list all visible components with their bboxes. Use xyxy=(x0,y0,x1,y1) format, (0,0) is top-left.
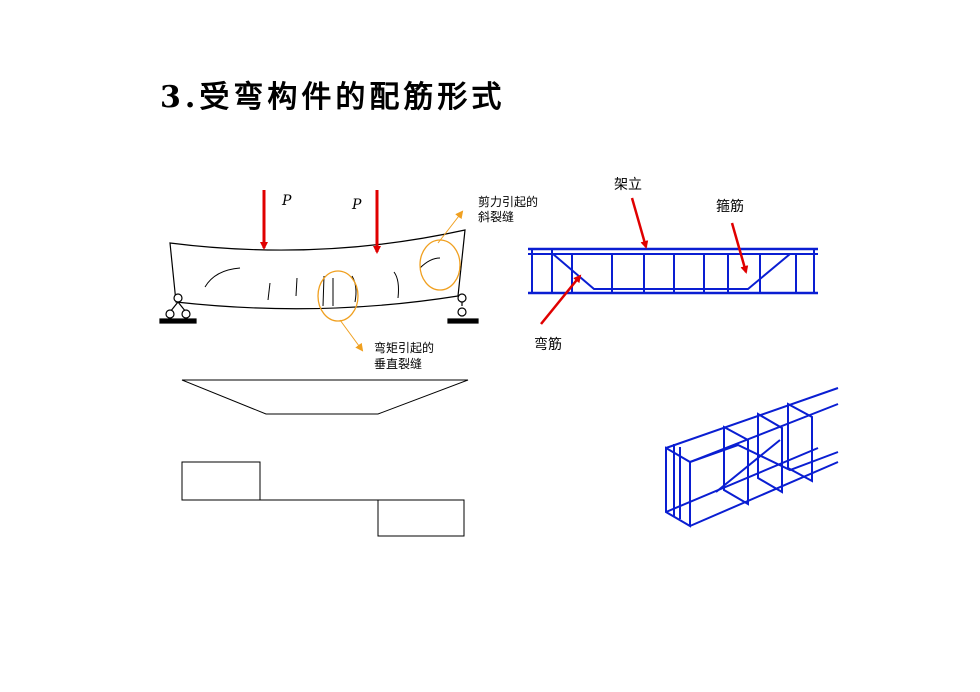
erection-bar-pointer xyxy=(630,197,649,249)
beam-cracks xyxy=(204,257,441,307)
load-label-left: P xyxy=(281,193,292,209)
stirrup-pointer xyxy=(730,222,749,274)
moment-diagram xyxy=(181,379,469,415)
shear-diagram xyxy=(181,461,465,537)
right-roller-support xyxy=(447,293,479,324)
moment-crack-circle xyxy=(317,270,359,322)
moment-crack-label-line2: 垂直裂缝 xyxy=(374,356,422,371)
load-label-right: P xyxy=(351,197,362,213)
left-pin-support xyxy=(159,293,197,324)
page-title: 3.受弯构件的配筋形式 xyxy=(160,80,506,115)
shear-crack-circle xyxy=(419,239,461,291)
cracked-beam-diagram: P P 剪力引起的 斜裂 xyxy=(159,190,538,371)
shear-crack-label-line2: 斜裂缝 xyxy=(478,209,514,224)
shear-crack-pointer xyxy=(437,210,464,244)
stirrup-label: 箍筋 xyxy=(716,198,744,215)
rebar-elevation xyxy=(528,247,818,295)
erection-bar-label: 架立 xyxy=(614,177,642,193)
bent-bar-pointer xyxy=(540,274,582,325)
bent-bar-label: 弯筋 xyxy=(534,336,562,353)
moment-crack-label-line1: 弯矩引起的 xyxy=(374,340,434,355)
rebar-cage-3d xyxy=(665,387,839,528)
moment-crack-pointer xyxy=(339,319,364,352)
shear-crack-label-line1: 剪力引起的 xyxy=(478,194,538,209)
